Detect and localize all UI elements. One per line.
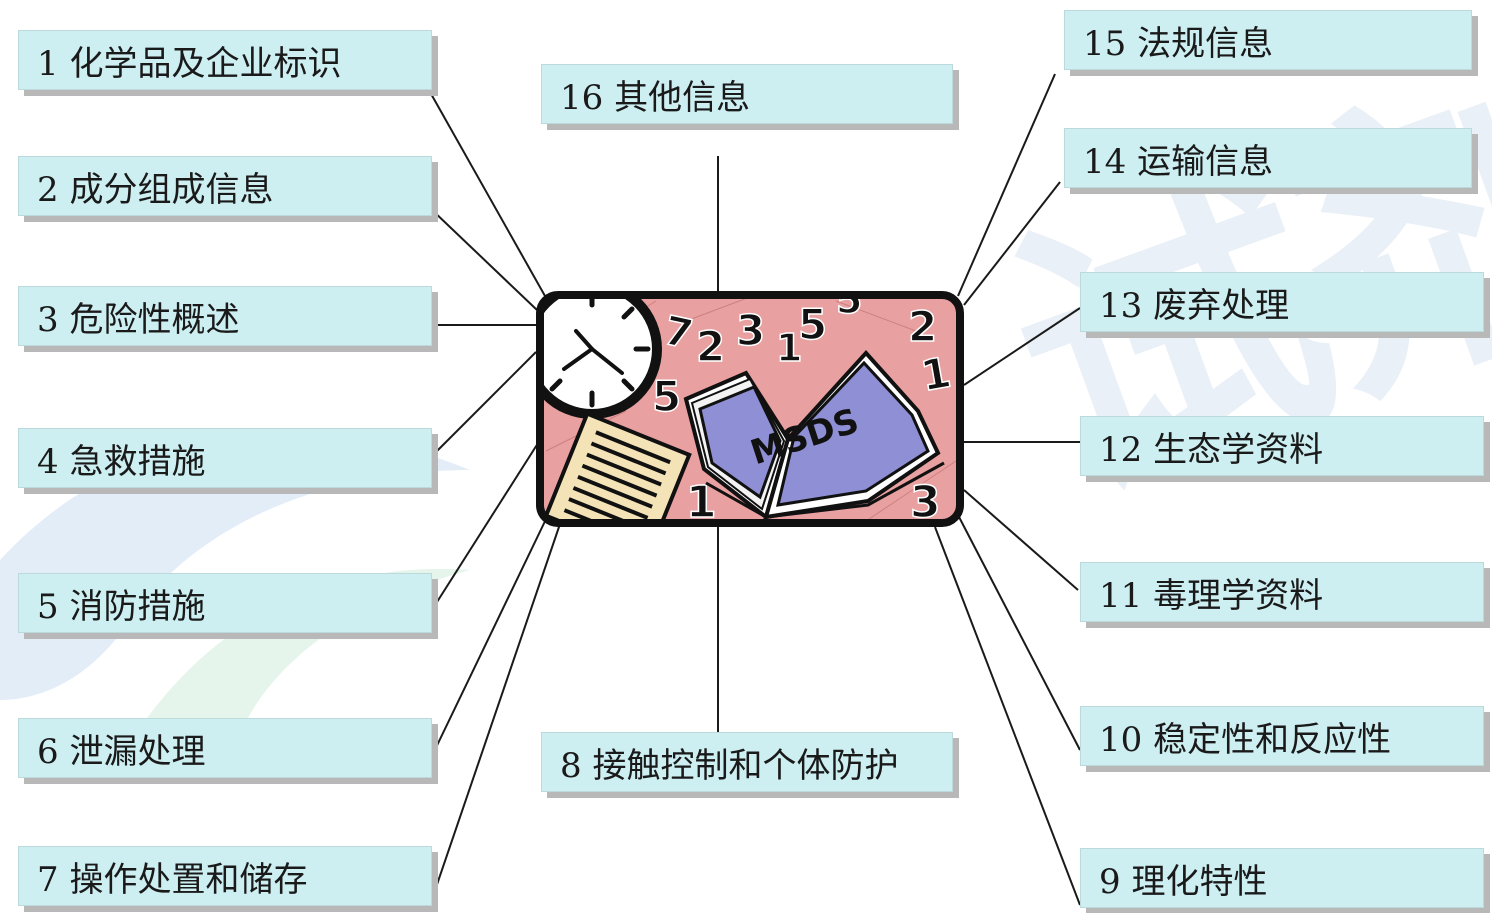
section-label: 7 操作处置和储存: [37, 859, 308, 900]
watermark-swoosh-blue: [0, 433, 470, 700]
connector-13: [963, 307, 1081, 386]
section-box-8: 8 接触控制和个体防护: [541, 732, 953, 792]
decorative-number: 2: [696, 322, 725, 371]
section-box-15: 15 法规信息: [1064, 10, 1472, 70]
connector-5: [429, 439, 541, 614]
decorative-number: 5: [836, 291, 862, 322]
connector-14: [963, 181, 1061, 306]
section-box-2: 2 成分组成信息: [18, 156, 432, 216]
decorative-number: 1: [686, 477, 717, 527]
decorative-number: 2: [908, 302, 937, 351]
section-box-16: 16 其他信息: [541, 64, 953, 124]
section-box-7: 7 操作处置和储存: [18, 846, 432, 906]
decorative-number: 3: [736, 306, 765, 355]
connector-11: [963, 489, 1079, 591]
section-box-13: 13 废弃处理: [1080, 272, 1484, 332]
section-label: 6 泄漏处理: [37, 731, 206, 772]
section-label: 3 危险性概述: [37, 299, 240, 340]
section-box-6: 6 泄漏处理: [18, 718, 432, 778]
section-label: 15 法规信息: [1083, 23, 1274, 64]
section-box-11: 11 毒理学资料: [1080, 562, 1484, 622]
section-box-1: 1 化学品及企业标识: [18, 30, 432, 90]
graphic-frame: [536, 291, 964, 527]
connector-10: [957, 514, 1081, 751]
section-label: 14 运输信息: [1083, 141, 1274, 182]
decorative-number: 5: [798, 300, 827, 349]
decorative-number: 5: [652, 372, 681, 421]
section-label: 10 稳定性和反应性: [1099, 719, 1392, 760]
connector-9: [934, 526, 1081, 906]
section-box-5: 5 消防措施: [18, 573, 432, 633]
connector-15: [957, 73, 1056, 297]
watermark-swoosh-green: [120, 568, 470, 760]
section-box-14: 14 运输信息: [1064, 128, 1472, 188]
section-label: 1 化学品及企业标识: [37, 43, 342, 84]
section-label: 2 成分组成信息: [37, 169, 274, 210]
section-box-9: 9 理化特性: [1080, 848, 1484, 908]
connector-2: [429, 207, 538, 311]
section-label: 12 生态学资料: [1099, 429, 1324, 470]
connector-6: [429, 514, 549, 761]
section-box-3: 3 危险性概述: [18, 286, 432, 346]
section-label: 16 其他信息: [560, 77, 751, 118]
connector-4: [429, 351, 537, 459]
section-label: 9 理化特性: [1099, 861, 1268, 902]
decorative-number: 3: [910, 477, 941, 527]
connector-1: [429, 91, 546, 297]
section-box-10: 10 稳定性和反应性: [1080, 706, 1484, 766]
section-label: 5 消防措施: [37, 586, 206, 627]
connector-7: [429, 523, 561, 906]
section-label: 11 毒理学资料: [1099, 575, 1324, 616]
section-label: 8 接触控制和个体防护: [560, 745, 899, 786]
section-label: 4 急救措施: [37, 441, 206, 482]
section-label: 13 废弃处理: [1099, 285, 1290, 326]
open-book-icon: MSDS: [683, 350, 945, 521]
clock-icon: [540, 295, 662, 419]
section-box-4: 4 急救措施: [18, 428, 432, 488]
msds-center-graphic: 7 2 3 1 5 5 2 1 5 1 3 MSDS: [536, 291, 964, 527]
decorative-number: 1: [776, 326, 802, 370]
section-box-12: 12 生态学资料: [1080, 416, 1484, 476]
